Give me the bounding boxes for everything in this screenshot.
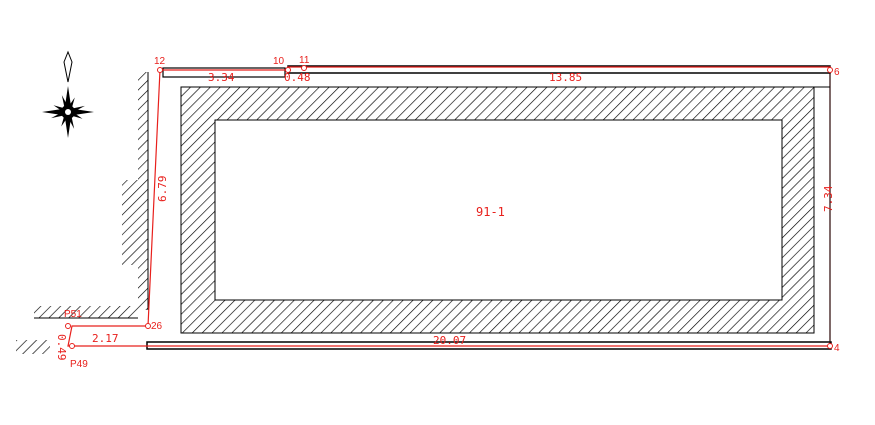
point-label-11: 11	[299, 55, 310, 66]
building-outline	[180, 86, 815, 334]
compass-rose-icon	[42, 50, 94, 138]
adjacent-wall-left	[16, 72, 149, 354]
point-label-4: 4	[834, 343, 840, 354]
point-label-10: 10	[273, 56, 285, 67]
point-label-6: 6	[834, 67, 840, 78]
dim-top-left: 3.34	[208, 71, 235, 84]
point-label-p49: P49	[70, 359, 88, 370]
point-label-26: 26	[151, 321, 163, 332]
point-label-12: 12	[154, 56, 166, 67]
dim-bottom-left: 2.17	[92, 332, 119, 345]
parcel-id: 91-1	[476, 205, 505, 219]
point-label-p51: P51	[64, 309, 82, 320]
top-wall	[162, 65, 831, 78]
boundary-point-markers	[65, 65, 833, 349]
dim-top-right: 13.85	[549, 71, 582, 84]
dim-left: 6.79	[156, 176, 169, 203]
dim-bottom-left-vertical: 0.49	[55, 334, 68, 361]
property-boundary	[67, 66, 831, 347]
dim-bottom: 20.07	[433, 334, 466, 347]
dim-right: 7.34	[822, 185, 835, 212]
dim-top-small: 0.48	[284, 71, 311, 84]
